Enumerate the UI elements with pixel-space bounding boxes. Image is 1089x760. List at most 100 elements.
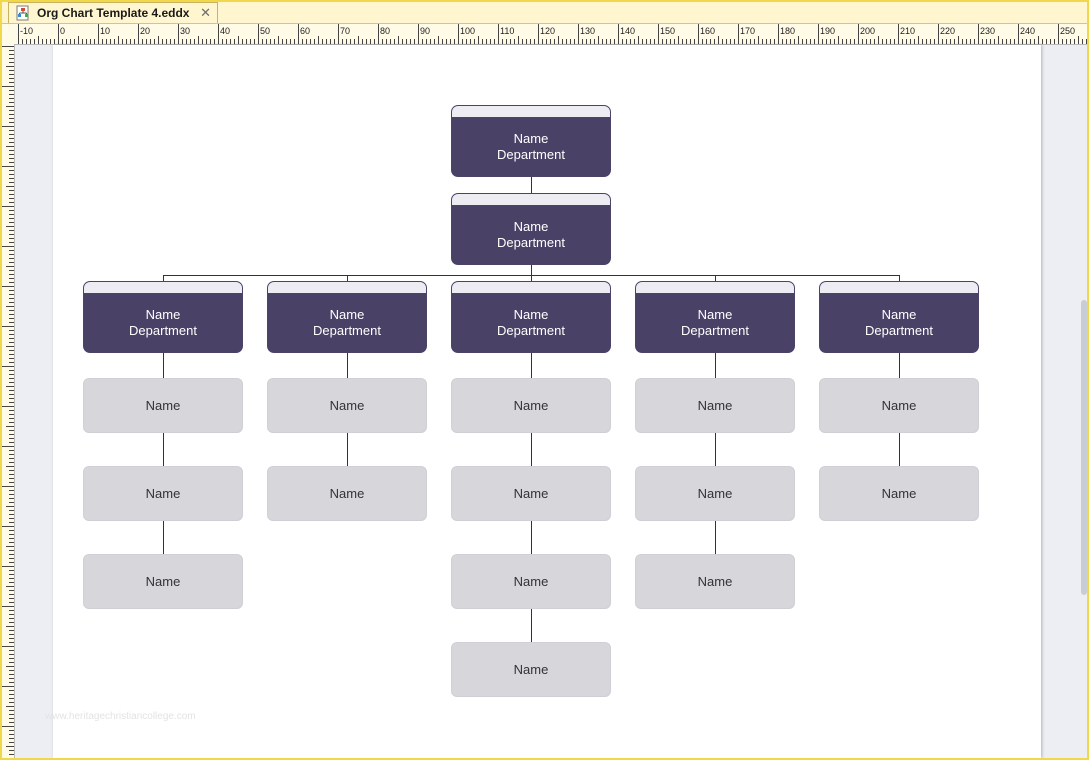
member-card[interactable]: Name — [83, 554, 243, 609]
ruler-minor-tick — [6, 706, 14, 707]
ruler-minor-tick — [290, 39, 291, 44]
ruler-minor-tick — [726, 39, 727, 44]
ruler-minor-tick — [322, 39, 323, 44]
member-card[interactable]: Name — [635, 378, 795, 433]
ruler-minor-tick — [2, 126, 14, 127]
ruler-minor-tick — [9, 238, 14, 239]
ruler-minor-tick — [838, 36, 839, 44]
ruler-minor-tick — [1046, 39, 1047, 44]
manager-department: Department — [497, 234, 565, 250]
ruler-minor-tick — [554, 39, 555, 44]
ruler-minor-tick — [894, 39, 895, 44]
ruler-minor-tick — [9, 710, 14, 711]
ruler-minor-tick — [210, 39, 211, 44]
ruler-minor-tick — [426, 39, 427, 44]
member-card[interactable]: Name — [267, 466, 427, 521]
ruler-minor-tick — [686, 39, 687, 44]
member-card[interactable]: Name — [451, 466, 611, 521]
ruler-minor-tick — [9, 214, 14, 215]
ruler-minor-tick — [914, 39, 915, 44]
ruler-label: 10 — [100, 26, 111, 36]
vertical-scrollbar[interactable] — [1081, 300, 1087, 595]
ruler-minor-tick — [438, 36, 439, 44]
close-tab-icon[interactable]: ✕ — [200, 5, 211, 20]
member-card[interactable]: Name — [83, 466, 243, 521]
ruler-label: 110 — [500, 26, 515, 36]
member-card[interactable]: Name — [451, 378, 611, 433]
ruler-minor-tick — [806, 39, 807, 44]
ruler-minor-tick — [22, 39, 23, 44]
ruler-major-tick — [218, 24, 219, 44]
manager-department: Department — [313, 322, 381, 338]
document-tab[interactable]: Org Chart Template 4.eddx ✕ — [8, 2, 218, 23]
ruler-label: 100 — [460, 26, 476, 36]
ruler-major-tick — [538, 24, 539, 44]
ruler-minor-tick — [9, 602, 14, 603]
ruler-minor-tick — [730, 39, 731, 44]
ruler-minor-tick — [9, 590, 14, 591]
ruler-minor-tick — [402, 39, 403, 44]
ruler-minor-tick — [9, 398, 14, 399]
member-card[interactable]: Name — [267, 378, 427, 433]
ruler-minor-tick — [466, 39, 467, 44]
ruler-major-tick — [898, 24, 899, 44]
ruler-minor-tick — [786, 39, 787, 44]
ruler-minor-tick — [518, 36, 519, 44]
ruler-minor-tick — [994, 39, 995, 44]
ruler-minor-tick — [78, 36, 79, 44]
ruler-minor-tick — [9, 234, 14, 235]
ruler-minor-tick — [86, 39, 87, 44]
ruler-minor-tick — [6, 106, 14, 107]
ruler-minor-tick — [1078, 36, 1079, 44]
ruler-minor-tick — [9, 94, 14, 95]
member-name: Name — [145, 486, 181, 501]
ruler-minor-tick — [846, 39, 847, 44]
member-card[interactable]: Name — [451, 642, 611, 697]
member-card[interactable]: Name — [819, 378, 979, 433]
member-name: Name — [513, 486, 549, 501]
member-card[interactable]: Name — [819, 466, 979, 521]
ruler-minor-tick — [9, 738, 14, 739]
ruler-minor-tick — [90, 39, 91, 44]
ruler-minor-tick — [6, 746, 14, 747]
ruler-minor-tick — [9, 142, 14, 143]
ruler-minor-tick — [9, 578, 14, 579]
ruler-minor-tick — [9, 322, 14, 323]
ruler-label: 120 — [540, 26, 556, 36]
ruler-minor-tick — [9, 134, 14, 135]
ruler-label: 30 — [180, 26, 191, 36]
ruler-minor-tick — [798, 36, 799, 44]
ruler-minor-tick — [1054, 39, 1055, 44]
ruler-label: -10 — [20, 26, 34, 36]
ruler-minor-tick — [318, 36, 319, 44]
ruler-minor-tick — [9, 270, 14, 271]
ruler-minor-tick — [294, 39, 295, 44]
ruler-minor-tick — [9, 210, 14, 211]
ruler-minor-tick — [390, 39, 391, 44]
member-card[interactable]: Name — [635, 554, 795, 609]
ruler-minor-tick — [410, 39, 411, 44]
ruler-minor-tick — [9, 222, 14, 223]
member-card[interactable]: Name — [451, 554, 611, 609]
member-card[interactable]: Name — [635, 466, 795, 521]
ruler-minor-tick — [814, 39, 815, 44]
connector-line — [715, 433, 716, 466]
ruler-minor-tick — [878, 36, 879, 44]
connector-line — [531, 609, 532, 642]
vertical-ruler[interactable] — [2, 44, 15, 758]
ruler-minor-tick — [9, 458, 14, 459]
ruler-minor-tick — [650, 39, 651, 44]
member-card[interactable]: Name — [83, 378, 243, 433]
ruler-minor-tick — [930, 39, 931, 44]
